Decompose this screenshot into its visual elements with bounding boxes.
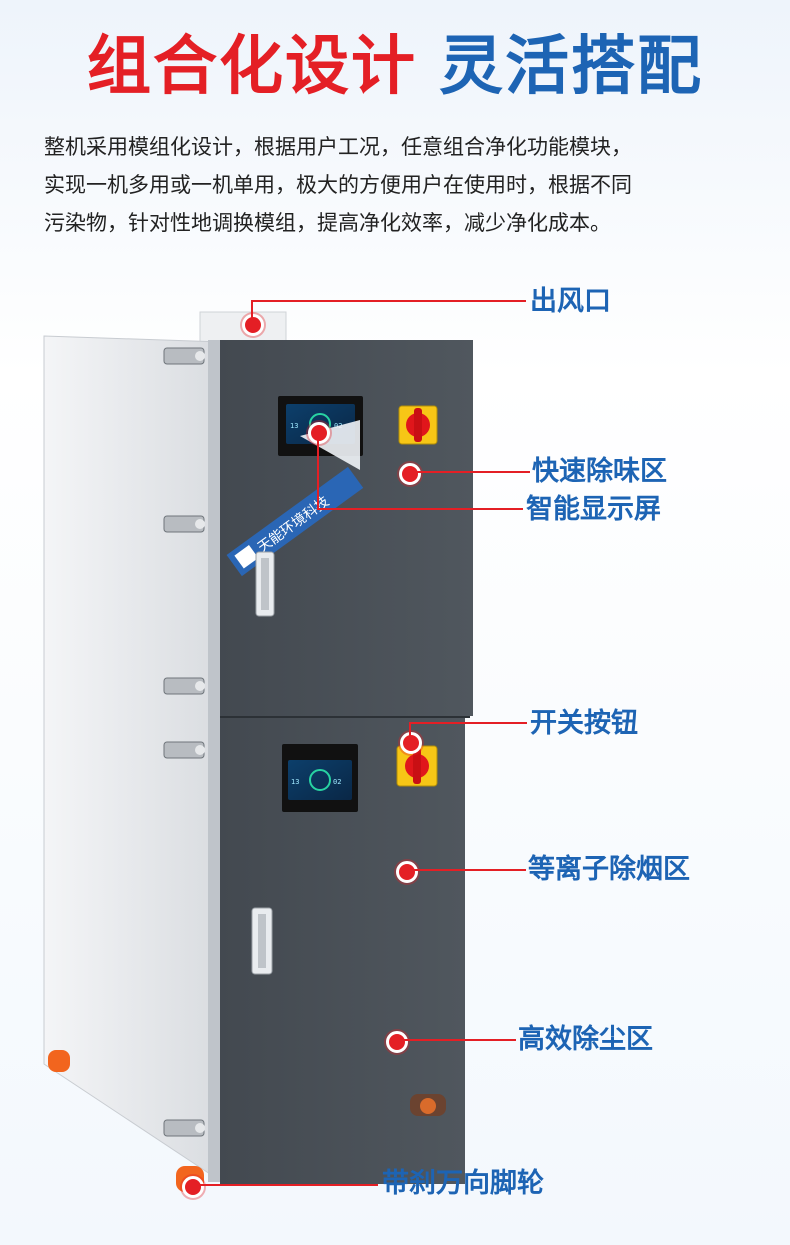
label-dust-zone: 高效除尘区 bbox=[518, 1024, 653, 1055]
headline-part1: 组合化设计 bbox=[87, 30, 417, 104]
switch-button-leader bbox=[409, 722, 527, 724]
side-panel bbox=[43, 335, 223, 1183]
outlet-marker bbox=[242, 314, 264, 336]
caster-marker bbox=[182, 1176, 204, 1198]
label-odor-zone: 快速除味区 bbox=[532, 456, 667, 487]
display-reading-right: 02 bbox=[333, 778, 341, 786]
lower-display bbox=[288, 760, 352, 800]
switch-button-leader bbox=[409, 722, 411, 736]
odor-zone-marker bbox=[399, 463, 421, 485]
outlet-leader bbox=[251, 300, 526, 302]
label-plasma-zone: 等离子除烟区 bbox=[528, 854, 690, 885]
smart-display-leader bbox=[317, 432, 319, 510]
outlet-leader bbox=[251, 300, 253, 322]
label-casters: 带刹万向脚轮 bbox=[382, 1168, 544, 1199]
switch-button-marker bbox=[400, 732, 422, 754]
label-switch-button: 开关按钮 bbox=[530, 708, 638, 739]
label-smart-display: 智能显示屏 bbox=[526, 494, 661, 525]
dust-zone-marker bbox=[386, 1031, 408, 1053]
hinge-icon bbox=[163, 347, 205, 1137]
plasma-zone-leader bbox=[410, 869, 526, 871]
odor-zone-leader bbox=[414, 471, 530, 473]
plasma-zone-marker bbox=[396, 861, 418, 883]
description: 整机采用模组化设计，根据用户工况，任意组合净化功能模块， 实现一机多用或一机单用… bbox=[44, 128, 756, 242]
description-line: 实现一机多用或一机单用，极大的方便用户在使用时，根据不同 bbox=[44, 173, 632, 197]
display-reading-left: 13 bbox=[290, 422, 298, 430]
dust-zone-leader bbox=[400, 1039, 516, 1041]
description-line: 整机采用模组化设计，根据用户工况，任意组合净化功能模块， bbox=[44, 135, 632, 159]
smart-display-marker bbox=[308, 422, 330, 444]
headline: 组合化设计灵活搭配 bbox=[0, 22, 790, 112]
headline-part2: 灵活搭配 bbox=[439, 30, 703, 104]
display-reading-left: 13 bbox=[291, 778, 299, 786]
smart-display-leader bbox=[317, 508, 523, 510]
description-line: 污染物，针对性地调换模组，提高净化效率，减少净化成本。 bbox=[44, 211, 611, 235]
caster-leader bbox=[196, 1184, 378, 1186]
label-outlet: 出风口 bbox=[530, 286, 611, 317]
